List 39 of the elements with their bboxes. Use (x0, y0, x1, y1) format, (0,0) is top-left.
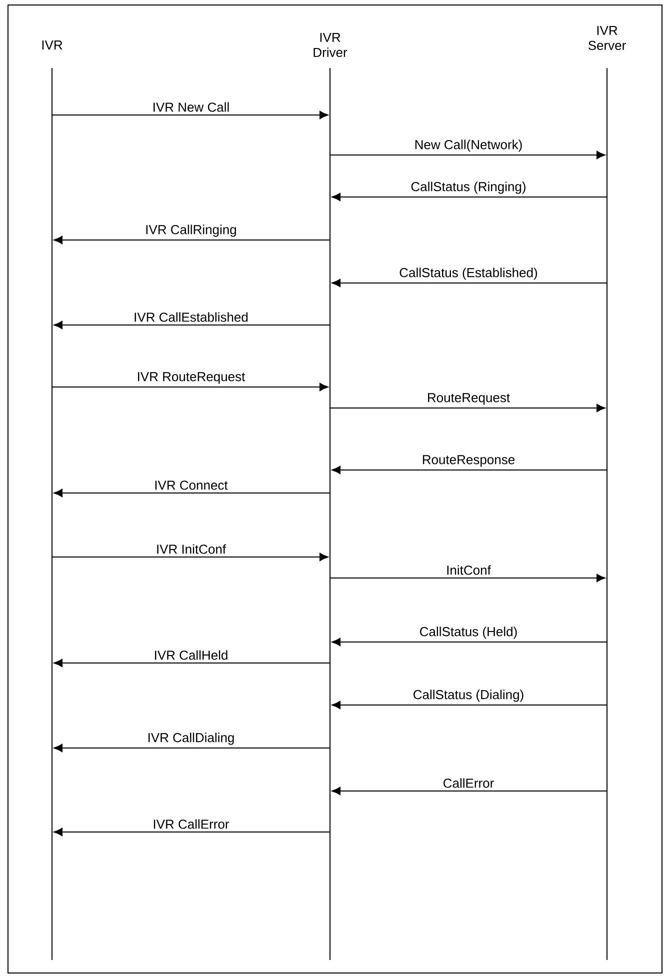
message-label: CallError (442, 777, 496, 789)
message-arrow (54, 658, 330, 668)
message-label: IVR CallError (152, 818, 230, 830)
message-arrow (54, 828, 330, 836)
message-label: New Call(Network) (413, 138, 524, 153)
message-label: CallStatus (Ringing) (410, 180, 528, 195)
message-label: IVR New Call (151, 101, 231, 113)
message-label: RouteResponse (420, 454, 516, 468)
participant-label: IVR Server (588, 26, 626, 50)
message-arrow (332, 278, 607, 288)
message-arrow (54, 236, 330, 244)
message-arrow (52, 552, 328, 562)
message-arrow (332, 786, 607, 796)
message-label: RouteRequest (426, 392, 512, 406)
message-label: IVR CallEstablished (132, 311, 250, 323)
message-label: IVR InitConf (154, 543, 228, 555)
participant-label: IVR Driver (314, 32, 348, 58)
message-arrow (52, 110, 328, 120)
message-label: InitConf (445, 564, 492, 576)
message-label: CallStatus (Dialing) (412, 688, 526, 703)
message-arrow (330, 404, 606, 412)
message-arrow (330, 150, 606, 160)
message-arrow (332, 466, 607, 474)
message-arrow (332, 700, 607, 710)
message-arrow (330, 574, 606, 582)
message-arrow (332, 638, 607, 646)
message-label: IVR Connect (153, 480, 229, 491)
message-label: IVR CallHeld (152, 649, 230, 661)
message-arrow (54, 320, 330, 330)
message-arrow (52, 382, 328, 392)
message-arrow (54, 488, 330, 498)
message-arrow (54, 744, 330, 752)
message-label: CallStatus (Established) (398, 266, 539, 281)
message-label: IVR CallRinging (144, 224, 238, 238)
message-label: CallStatus (Held) (418, 626, 519, 640)
message-label: IVR CallDialing (146, 732, 236, 746)
message-label: IVR RouteRequest (136, 371, 246, 385)
message-arrow (332, 192, 607, 202)
participant-label: IVR (42, 40, 62, 50)
